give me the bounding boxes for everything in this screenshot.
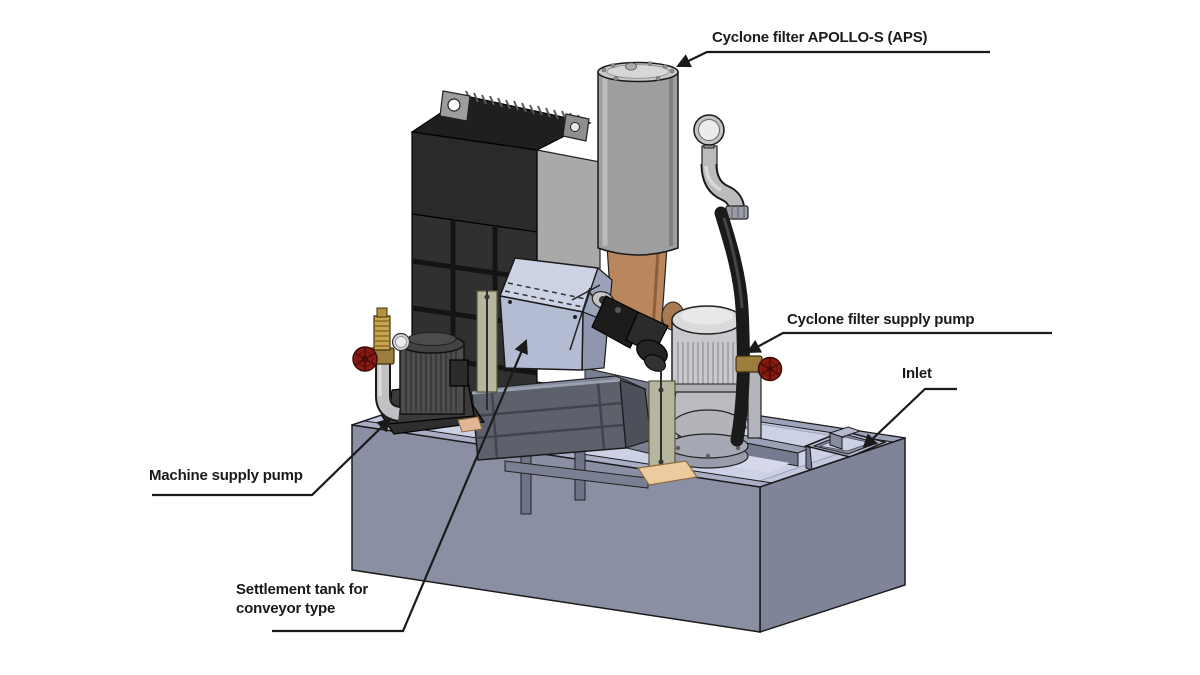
valve-handle-left bbox=[352, 346, 378, 372]
conveyor-drive-motor bbox=[569, 284, 669, 372]
leader-inlet bbox=[862, 387, 957, 449]
label-settlement-tank-line1: Settlement tank for bbox=[236, 581, 369, 598]
guide-brackets bbox=[457, 280, 699, 486]
filler-cap bbox=[625, 62, 637, 71]
tan-pad-left bbox=[457, 416, 483, 433]
leader-cyclone-filter bbox=[676, 50, 990, 68]
tan-foot-block bbox=[636, 460, 699, 486]
label-settlement-tank-line2: conveyor type bbox=[236, 600, 336, 617]
leader-lines bbox=[152, 50, 1052, 633]
suction-pipework bbox=[352, 307, 411, 422]
discharge-piping bbox=[693, 114, 749, 220]
label-inlet: Inlet bbox=[902, 365, 932, 382]
valve-handle-right bbox=[735, 355, 783, 382]
label-cyclone-supply-pump: Cyclone filter supply pump bbox=[787, 311, 975, 328]
leader-cyclone-supply-pump bbox=[746, 331, 1052, 354]
cyclone-filter bbox=[597, 61, 679, 256]
leader-machine-supply-pump bbox=[152, 417, 392, 497]
label-cyclone-filter: Cyclone filter APOLLO-S (APS) bbox=[712, 29, 928, 46]
cyclone-supply-pump bbox=[667, 206, 783, 469]
pressure-gauge bbox=[693, 114, 725, 149]
label-machine-supply-pump: Machine supply pump bbox=[149, 467, 303, 484]
collection-bin bbox=[471, 375, 652, 461]
mounting-tab-right bbox=[562, 113, 590, 142]
leader-settlement-tank bbox=[272, 339, 528, 633]
label-settlement-tank: Settlement tank for conveyor type bbox=[236, 580, 368, 618]
mounting-tab-left bbox=[439, 90, 471, 122]
terminal-box bbox=[449, 359, 469, 387]
machine-supply-pump bbox=[352, 307, 486, 435]
